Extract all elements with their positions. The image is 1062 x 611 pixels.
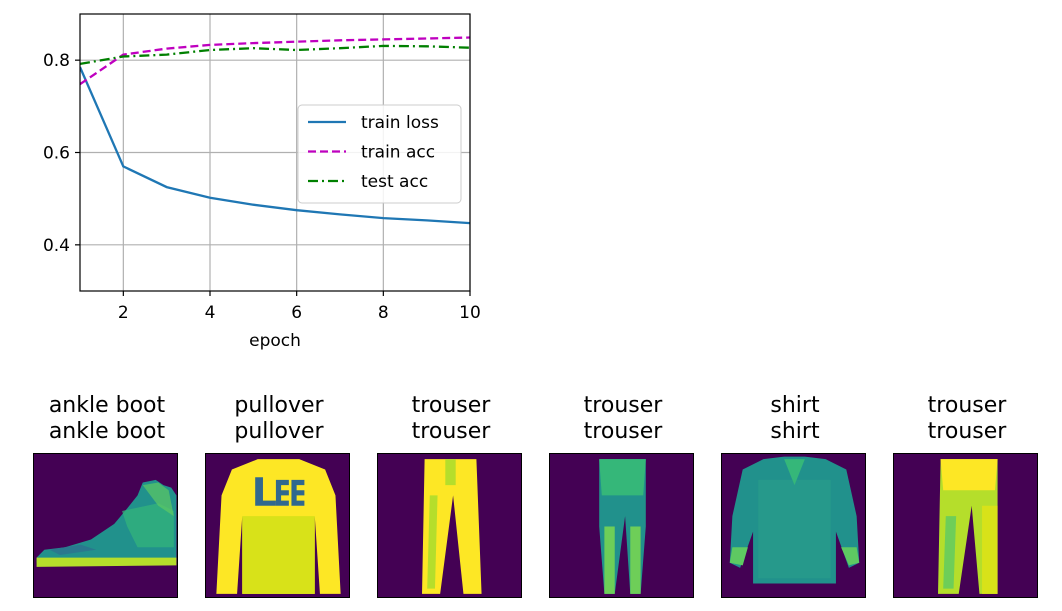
x-tick-label: 10: [459, 303, 481, 323]
x-tick-label: 6: [291, 303, 302, 323]
y-tick-label: 0.8: [43, 51, 70, 71]
legend-box: [297, 104, 462, 204]
series-line-test-acc: [80, 44, 470, 66]
ankle-boot-image: [33, 453, 178, 598]
sample-5: shirt shirt: [721, 393, 869, 598]
trouser-image: [893, 453, 1038, 598]
shirt-image: [721, 453, 866, 598]
sample-true-label: pullover: [234, 393, 324, 418]
sample-pred-label: shirt: [770, 419, 820, 444]
legend-label: train acc: [361, 143, 435, 163]
legend-label: train loss: [361, 113, 439, 133]
sample-pred-label: pullover: [234, 419, 324, 444]
series-line-train-acc: [80, 36, 470, 86]
y-tick-label: 0.6: [43, 144, 70, 164]
sample-true-label: trouser: [927, 393, 1007, 418]
sample-pred-label: trouser: [583, 419, 663, 444]
x-tick-label: 8: [378, 303, 389, 323]
trouser-image: [377, 453, 522, 598]
training-chart: 2 4 6 8 10 0.4 0.6 0.8 epoch train loss train acc t…: [43, 13, 481, 351]
sample-3: trouser trouser: [377, 393, 525, 598]
legend-label: test acc: [361, 172, 428, 192]
sample-4: trouser trouser: [549, 393, 697, 598]
pullover-image: [205, 453, 350, 598]
x-axis-label: epoch: [249, 331, 301, 351]
prediction-gallery: ankle boot ankle boot pullover pullover: [0, 393, 1062, 608]
sample-true-label: trouser: [411, 393, 491, 418]
trouser-image: [549, 453, 694, 598]
y-tick-label: 0.4: [43, 236, 70, 256]
sample-2: pullover pullover: [205, 393, 353, 598]
x-tick-label: 4: [205, 303, 216, 323]
x-tick-label: 2: [118, 303, 129, 323]
sample-true-label: ankle boot: [48, 393, 166, 418]
sample-true-label: trouser: [583, 393, 663, 418]
sample-1: ankle boot ankle boot: [33, 393, 181, 598]
sample-6: trouser trouser: [893, 393, 1041, 598]
sample-pred-label: ankle boot: [48, 419, 166, 444]
sample-true-label: shirt: [770, 393, 820, 418]
series-line-train-loss: [80, 66, 470, 225]
sample-pred-label: trouser: [411, 419, 491, 444]
sample-pred-label: trouser: [927, 419, 1007, 444]
